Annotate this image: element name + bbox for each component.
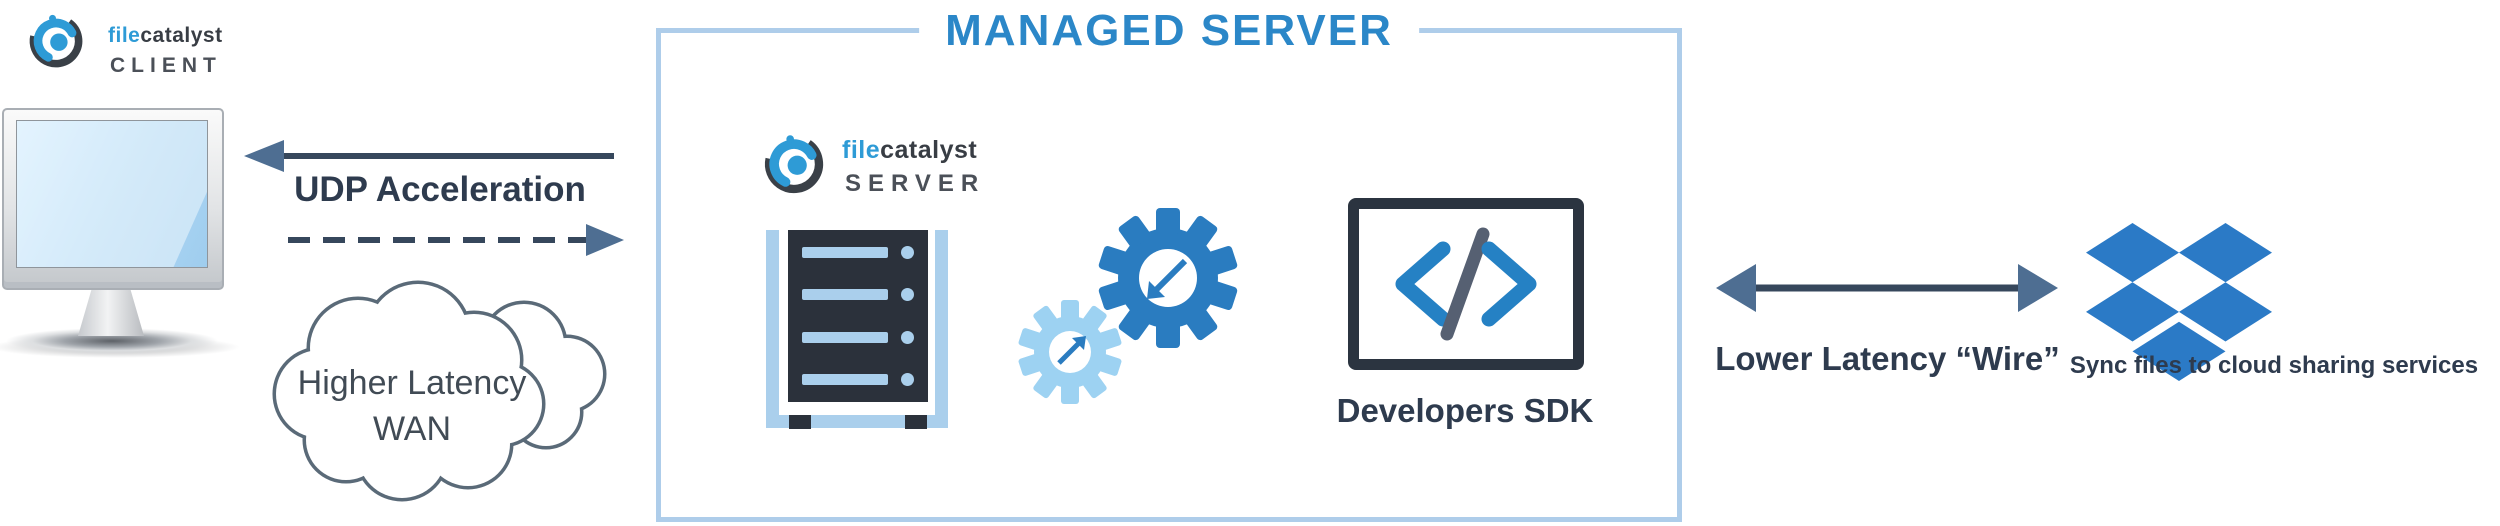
- server-product-label: SERVER: [845, 170, 986, 197]
- managed-server-title: MANAGED SERVER: [919, 6, 1419, 56]
- client-brand-dark: catalyst: [140, 24, 223, 47]
- server-rack-body: [788, 230, 928, 402]
- cloud-icon: Higher Latency WAN: [272, 280, 607, 502]
- client-brand-blue: file: [108, 24, 141, 47]
- gears-icon: [1018, 208, 1238, 404]
- managed-server-box: MANAGED SERVER: [656, 6, 1682, 522]
- server-logo-wordmark: filecatalyst: [842, 136, 977, 165]
- developers-sdk-label: Developers SDK: [1336, 392, 1594, 429]
- code-brackets-icon: [1348, 198, 1584, 370]
- dashed-arrow-right-icon: [288, 224, 624, 256]
- rack-foot: [789, 415, 811, 429]
- server-rack-icon: [766, 230, 948, 429]
- wan-cloud-line1: Higher Latency: [298, 364, 527, 402]
- cloud-storage-caption: Sync files to cloud sharing services: [2069, 352, 2479, 379]
- client-logo-wordmark: filecatalyst: [108, 24, 223, 48]
- solid-arrow-left-icon: [244, 140, 614, 172]
- server-brand-blue: file: [842, 136, 881, 164]
- double-headed-arrow-icon: [1716, 264, 2058, 312]
- wan-cloud-line2: WAN: [373, 410, 451, 448]
- lower-latency-label: Lower Latency “Wire”: [1715, 340, 2060, 377]
- dropbox-icon: [2086, 223, 2272, 381]
- udp-acceleration-label: UDP Acceleration: [294, 170, 586, 209]
- filecatalyst-logo-icon: [29, 14, 83, 68]
- filecatalyst-logo-icon: [764, 134, 824, 194]
- rack-foot: [905, 415, 927, 429]
- server-brand-dark: catalyst: [880, 136, 978, 164]
- code-glyph: [1395, 227, 1537, 341]
- monitor-stand: [78, 286, 144, 336]
- client-product-label: CLIENT: [110, 54, 222, 77]
- monitor-frame: [2, 108, 224, 290]
- monitor-screen: [16, 120, 208, 268]
